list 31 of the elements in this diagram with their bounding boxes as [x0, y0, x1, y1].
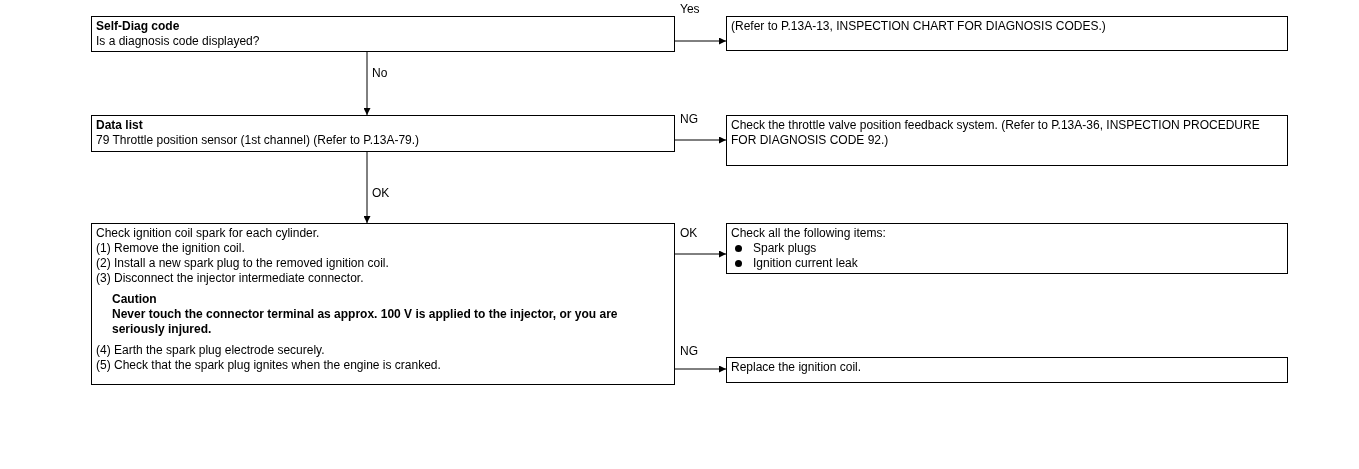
list-item: Spark plugs	[753, 241, 817, 255]
process-box	[726, 16, 1288, 51]
box-text: Is a diagnosis code displayed?	[96, 34, 261, 49]
box-text: (4) Earth the spark plug electrode securely.	[96, 343, 326, 358]
process-box	[726, 115, 1288, 166]
process-box	[91, 115, 675, 152]
box-text: (1) Remove the ignition coil.	[96, 241, 246, 256]
box-text: Check all the following items:	[731, 226, 887, 241]
arrow	[674, 136, 727, 144]
box-text: 79 Throttle position sensor (1st channel) (Refer to P.13A-79.)	[96, 133, 421, 148]
box-heading: Self-Diag code	[96, 19, 181, 34]
arrow	[674, 365, 727, 373]
arrow	[363, 51, 371, 116]
box-text: (Refer to P.13A-13, INSPECTION CHART FOR DIAGNOSIS CODES.)	[731, 19, 1107, 34]
box-text: Check the throttle valve position feedback system. (Refer to P.13A-36, INSPECTION PROCEDURE FOR DIAGNOSIS CODE 92.)	[731, 118, 1261, 148]
arrow	[674, 37, 727, 45]
process-box	[91, 16, 675, 52]
box-text: (3) Disconnect the injector intermediate connector.	[96, 271, 365, 286]
list-item: Ignition current leak	[753, 256, 858, 270]
box-text: Replace the ignition coil.	[731, 360, 863, 375]
box-text: Never touch the connector terminal as approx. 100 V is applied to the injector, or you are seriously injured.	[112, 307, 619, 337]
box-text: (2) Install a new spark plug to the removed ignition coil.	[96, 256, 390, 271]
arrow	[363, 151, 371, 224]
arrow	[674, 250, 727, 258]
box-heading: Data list	[96, 118, 144, 133]
process-box	[91, 223, 675, 385]
process-box	[726, 357, 1288, 383]
process-box	[726, 223, 1288, 274]
box-text: Check ignition coil spark for each cylinder.	[96, 226, 321, 241]
box-text: (5) Check that the spark plug ignites when the engine is cranked.	[96, 358, 442, 373]
box-text: Caution	[112, 292, 158, 307]
